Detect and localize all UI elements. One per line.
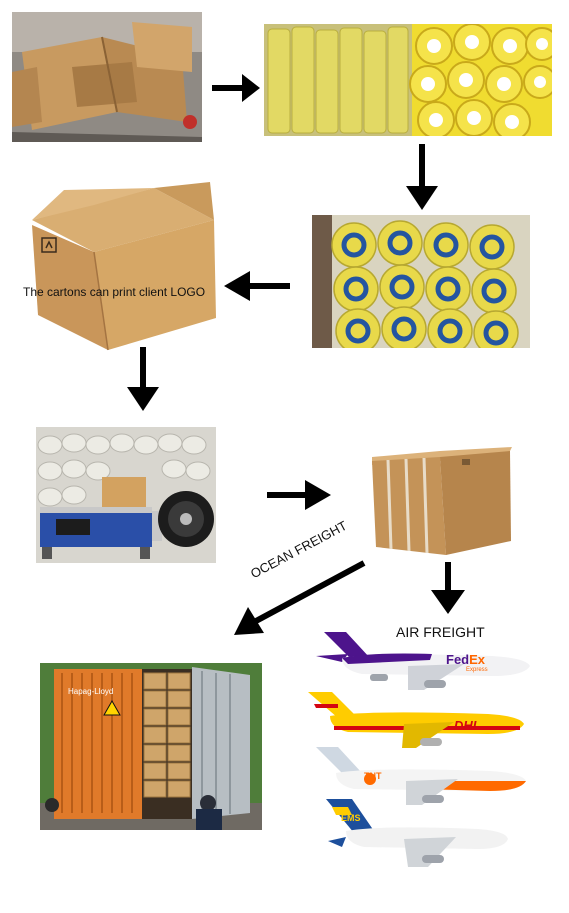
panel-dhl-plane: [304, 690, 526, 752]
tnt-logo: TNT: [364, 771, 382, 781]
ems-plane-image: [326, 799, 508, 867]
arrow-down-2: [123, 345, 163, 413]
dhl-logo: DHL: [454, 718, 481, 733]
panel-master-carton: [370, 443, 515, 558]
tape-jumbo-rolls-image: [264, 24, 552, 136]
panel-carton-box: [24, 180, 220, 355]
fedex-plane-image: [316, 632, 530, 690]
master-carton-image: [372, 447, 512, 555]
fedex-logo: FedEx: [446, 652, 485, 667]
panel-packed-tape-rolls: [312, 215, 530, 348]
arrow-ocean-freight: [230, 545, 370, 640]
strapping-machine-image: [36, 427, 216, 563]
ems-logo: EMS: [341, 813, 361, 823]
arrow-right-1: [210, 70, 262, 106]
fedex-logo-ex: Ex: [469, 652, 486, 667]
tnt-plane-image: [316, 747, 526, 805]
arrow-down-1: [402, 142, 442, 212]
fedex-logo-fed: Fed: [446, 652, 470, 667]
panel-fedex-plane: [312, 630, 532, 696]
packed-tape-rolls-image: [312, 215, 530, 348]
panel-ems-plane: [318, 797, 510, 875]
panel-shipping-container: [40, 663, 262, 830]
panel-tape-jumbo-rolls: [264, 24, 552, 136]
panel-flat-cartons: [12, 12, 202, 142]
shipping-container-image: [40, 663, 262, 830]
container-brand-label: Hapag-Lloyd: [68, 687, 114, 696]
panel-tnt-plane: [310, 745, 528, 809]
dhl-plane-image: [308, 692, 524, 748]
carton-box-image: [32, 182, 216, 351]
flat-cartons-image: [12, 12, 202, 142]
fedex-logo-sub: Express: [466, 667, 488, 673]
arrow-right-2: [265, 475, 333, 515]
arrow-air-freight: [428, 560, 468, 616]
air-freight-label: AIR FREIGHT: [396, 624, 485, 640]
panel-strapping-machine: [36, 427, 216, 563]
carton-logo-caption: The cartons can print client LOGO: [23, 285, 206, 299]
arrow-left-1: [222, 266, 292, 306]
